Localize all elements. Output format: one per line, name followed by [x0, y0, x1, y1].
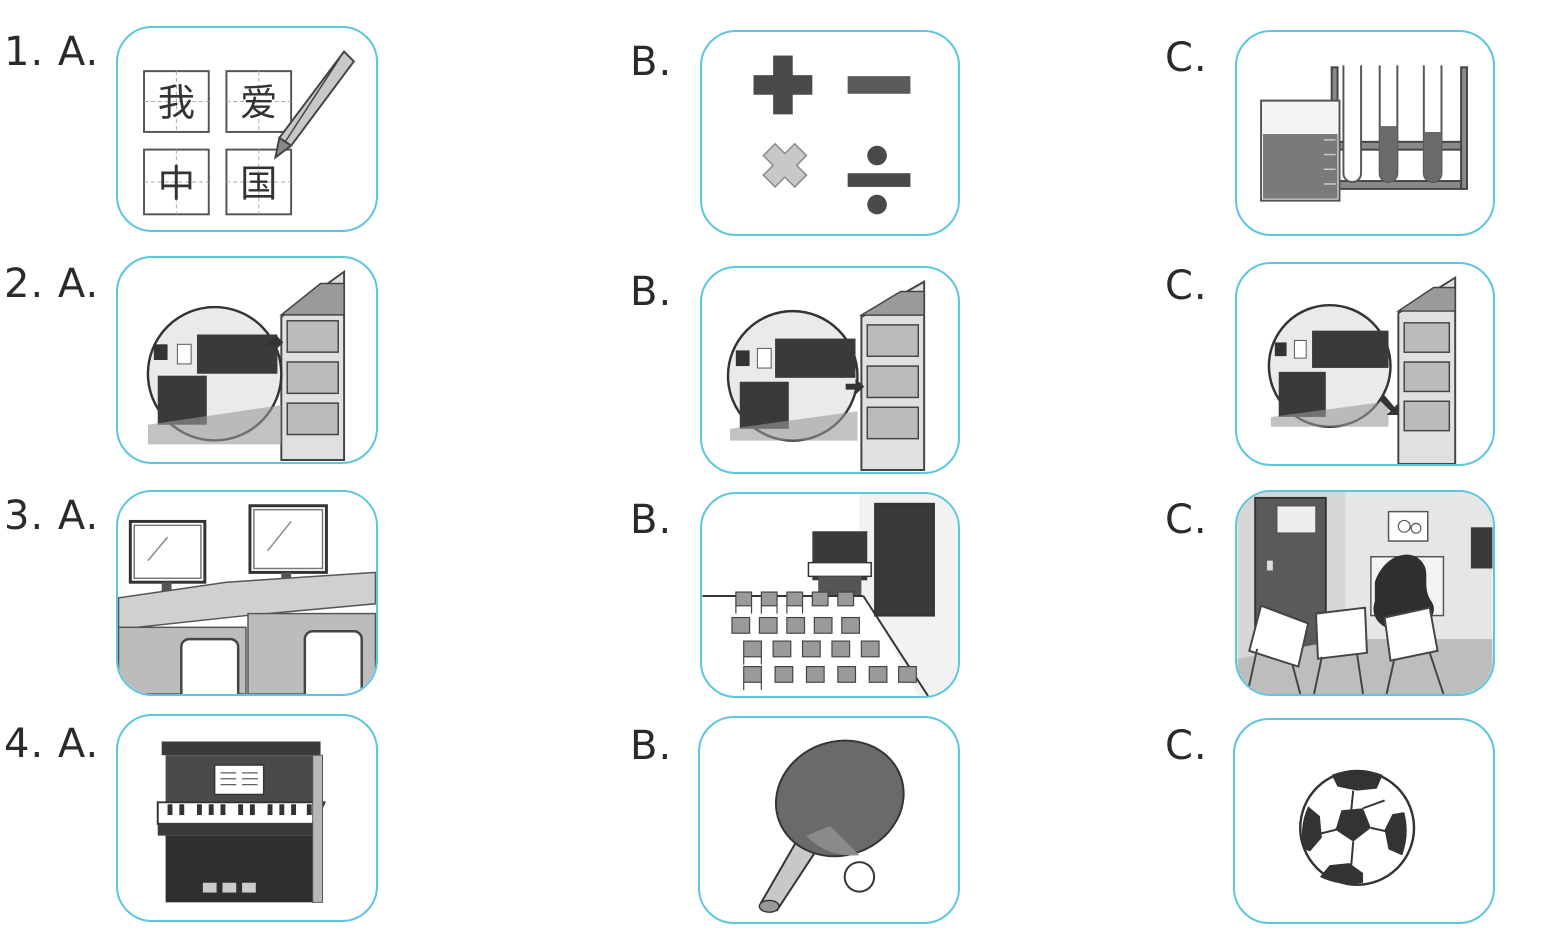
- science-lab-icon: [1260, 65, 1468, 202]
- piano-icon: [156, 741, 327, 903]
- question-4-option-c-card[interactable]: [1233, 718, 1495, 924]
- question-4-option-c-label: C.: [1165, 723, 1208, 769]
- question-1-option-b-card[interactable]: [700, 30, 960, 236]
- music-room-icon: [702, 494, 958, 696]
- question-3-option-c-label: C.: [1165, 497, 1208, 543]
- monitor-icon: [248, 504, 346, 591]
- pencil-icon: [273, 50, 356, 160]
- arrow-icon: [265, 334, 284, 351]
- question-1-option-b-label: B.: [630, 39, 673, 85]
- chair-icon: [180, 630, 363, 694]
- question-1-option-c-label: C.: [1165, 35, 1208, 81]
- beaker-icon: [1260, 99, 1341, 202]
- classroom-magnifier-icon: [726, 309, 859, 442]
- chinese-writing-icon: 我 爱 中 国: [143, 50, 356, 216]
- question-1-option-a-card[interactable]: 我 爱 中 国: [116, 26, 378, 232]
- classroom-top-floor-icon: [146, 269, 346, 462]
- ball-icon: [843, 861, 876, 893]
- piano-icon: [807, 531, 872, 596]
- question-4-label: 4. A.: [4, 721, 100, 767]
- classroom-first-floor-icon: [1267, 275, 1457, 464]
- chairs-icon: [731, 591, 917, 683]
- classroom-magnifier-icon: [146, 305, 283, 445]
- divide-icon: [847, 145, 911, 215]
- arrow-icon: [1378, 395, 1399, 415]
- building-icon: [279, 269, 346, 462]
- plus-icon: [753, 55, 813, 115]
- question-3-label: 3. A.: [4, 493, 100, 539]
- building-icon: [858, 280, 926, 472]
- classroom-magnifier-icon: [1267, 303, 1392, 428]
- paddle-icon: [758, 739, 905, 913]
- question-1-label: 1. A.: [4, 29, 100, 75]
- math-symbols-icon: [753, 55, 911, 215]
- question-3-option-c-card[interactable]: [1235, 490, 1495, 696]
- building-icon: [1395, 275, 1457, 464]
- question-1-option-c-card[interactable]: [1235, 30, 1495, 236]
- question-4-option-b-card[interactable]: [698, 716, 960, 924]
- character-wo: 我: [158, 80, 195, 124]
- question-2-option-a-card[interactable]: [116, 256, 378, 464]
- question-2-option-b-label: B.: [630, 269, 673, 315]
- question-2-label: 2. A.: [4, 261, 100, 307]
- question-2-option-b-card[interactable]: [700, 266, 960, 474]
- monitor-icon: [128, 519, 222, 600]
- computer-room-icon: [118, 492, 376, 694]
- soccer-ball-icon: [1299, 769, 1416, 886]
- character-guo: 国: [240, 162, 277, 206]
- art-room-icon: [1237, 492, 1493, 694]
- question-2-option-c-label: C.: [1165, 263, 1208, 309]
- question-4-option-b-label: B.: [630, 723, 673, 769]
- multiply-icon: [762, 142, 808, 188]
- minus-icon: [847, 76, 911, 94]
- character-zhong: 中: [158, 162, 195, 206]
- question-2-option-c-card[interactable]: [1235, 262, 1495, 466]
- question-4-option-a-card[interactable]: [116, 714, 378, 922]
- question-3-option-b-label: B.: [630, 497, 673, 543]
- arrow-icon: [845, 378, 865, 395]
- classroom-second-floor-icon: [726, 280, 926, 472]
- question-3-option-a-card[interactable]: [116, 490, 378, 696]
- easel-icon: [1246, 604, 1445, 694]
- question-3-option-b-card[interactable]: [700, 492, 960, 698]
- character-ai: 爱: [240, 80, 277, 124]
- ping-pong-icon: [758, 739, 905, 913]
